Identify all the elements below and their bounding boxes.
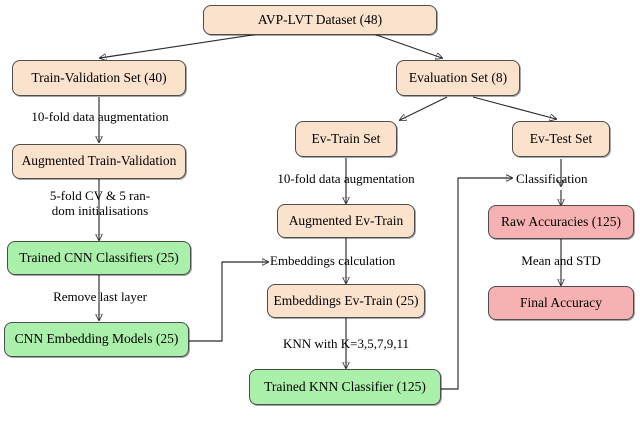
node-evaluation-set[interactable]: Evaluation Set (8) — [396, 60, 520, 96]
node-evaluation-set-label: Evaluation Set (8) — [408, 69, 508, 85]
node-trained-cnn-classifiers-label: Trained CNN Classifiers (25) — [19, 249, 179, 265]
edge-label-embeddings-calculation: Embeddings calculation — [270, 253, 396, 268]
edge-dataset-to-evaluation — [367, 31, 442, 58]
node-ev-train-set-label: Ev-Train Set — [311, 130, 381, 146]
node-raw-accuracies-label: Raw Accuracies (125) — [501, 213, 621, 229]
node-trained-knn-classifier-label: Trained KNN Classifier (125) — [264, 378, 426, 394]
node-cnn-embedding-models-label: CNN Embedding Models (25) — [14, 331, 179, 347]
edge-label-augmentation-left: 10-fold data augmentation — [31, 109, 169, 124]
node-final-accuracy-label: Final Accuracy — [519, 294, 603, 310]
edge-evaluation-to-evtest — [472, 96, 556, 119]
node-trained-cnn-classifiers[interactable]: Trained CNN Classifiers (25) — [7, 241, 191, 275]
edge-label-cv-initialisations: 5-fold CV & 5 ran- dom initialisations — [49, 188, 151, 218]
edge-label-mean-and-std: Mean and STD — [521, 253, 601, 268]
edge-label-knn-with-k: KNN with K=3,5,7,9,11 — [282, 336, 409, 351]
node-augmented-train-validation[interactable]: Augmented Train-Validation — [12, 144, 186, 179]
node-augmented-ev-train[interactable]: Augmented Ev-Train — [277, 204, 415, 238]
node-embeddings-ev-train[interactable]: Embeddings Ev-Train (25) — [267, 284, 425, 318]
node-augmented-train-validation-label: Augmented Train-Validation — [21, 153, 177, 169]
edge-dataset-to-trainval — [100, 31, 273, 58]
node-cnn-embedding-models[interactable]: CNN Embedding Models (25) — [4, 322, 189, 357]
node-embeddings-ev-train-label: Embeddings Ev-Train (25) — [273, 292, 419, 308]
node-ev-test-set[interactable]: Ev-Test Set — [512, 121, 610, 157]
node-trained-knn-classifier[interactable]: Trained KNN Classifier (125) — [249, 369, 441, 405]
node-final-accuracy[interactable]: Final Accuracy — [488, 286, 634, 320]
edge-embeddingmodels-to-embeddingscalc — [189, 262, 268, 342]
edge-label-classification: Classification — [516, 171, 588, 186]
node-dataset-label: AVP-LVT Dataset (48) — [257, 11, 383, 27]
edge-label-remove-last-layer: Remove last layer — [53, 289, 147, 304]
node-raw-accuracies[interactable]: Raw Accuracies (125) — [488, 205, 634, 239]
node-augmented-ev-train-label: Augmented Ev-Train — [288, 212, 404, 228]
node-train-validation-set[interactable]: Train-Validation Set (40) — [12, 60, 186, 96]
node-ev-train-set[interactable]: Ev-Train Set — [295, 121, 397, 157]
node-train-validation-set-label: Train-Validation Set (40) — [31, 69, 167, 85]
edge-evaluation-to-evtrain — [400, 96, 448, 120]
node-ev-test-set-label: Ev-Test Set — [529, 130, 593, 146]
edge-label-augmentation-middle: 10-fold data augmentation — [277, 171, 415, 186]
node-dataset[interactable]: AVP-LVT Dataset (48) — [203, 5, 437, 35]
